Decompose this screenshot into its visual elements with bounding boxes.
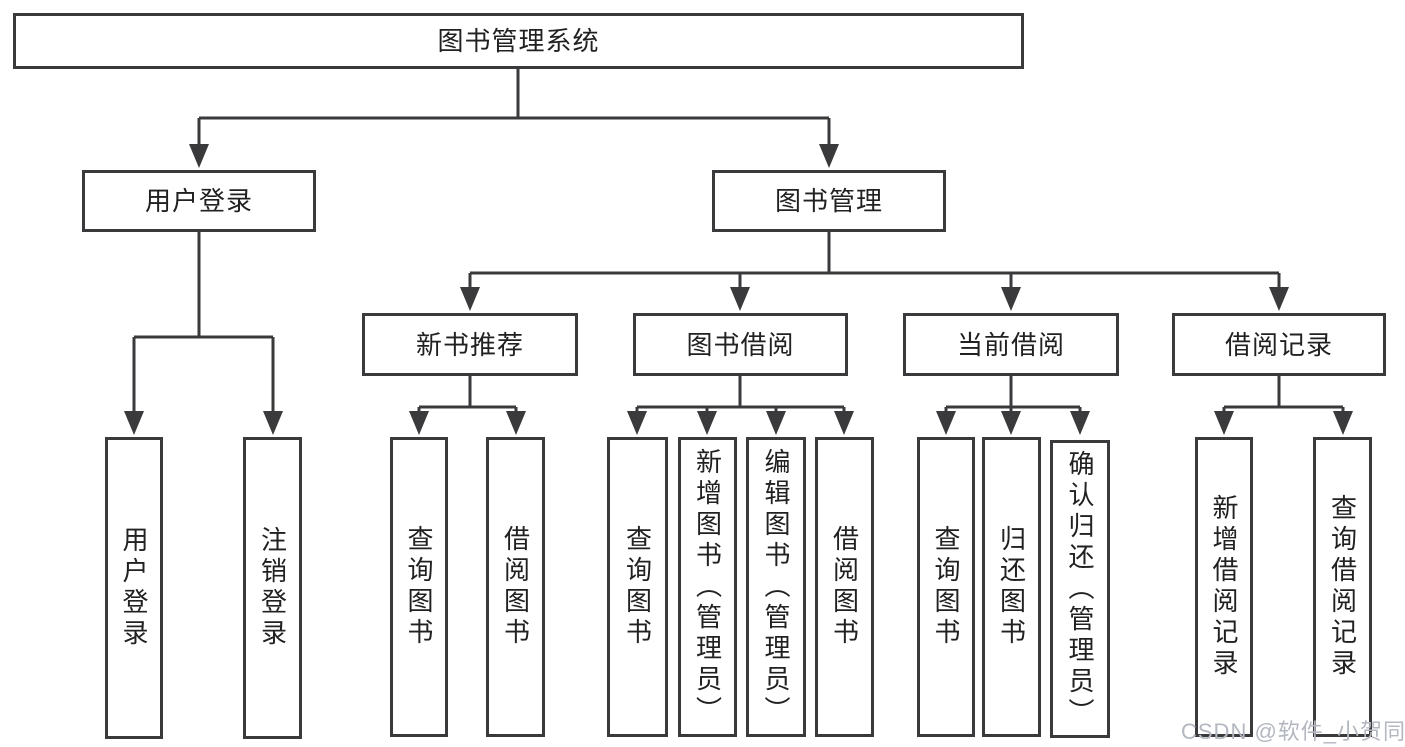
- node-leaf-br-query-record: 查询借阅记录: [1313, 437, 1372, 737]
- node-leaf-bb-borrow-books: 借阅图书: [815, 437, 874, 737]
- node-label: 新增图书（管理员）: [692, 447, 723, 727]
- node-label: 用户登录: [119, 526, 149, 650]
- node-label: 查询图书: [622, 525, 653, 649]
- connector-bookmgmt-to-level3: [468, 232, 1281, 289]
- node-leaf-cb-query-books: 查询图书: [917, 437, 975, 737]
- node-label: 借阅图书: [829, 525, 860, 649]
- node-label: 确认归还（管理员）: [1065, 449, 1095, 729]
- node-book-borrowing: 图书借阅: [633, 313, 848, 376]
- node-leaf-br-add-record: 新增借阅记录: [1195, 437, 1253, 737]
- node-leaf-nbr-borrow-books: 借阅图书: [486, 437, 545, 737]
- node-leaf-bb-query-books: 查询图书: [607, 437, 668, 737]
- node-label: 查询图书: [931, 525, 961, 649]
- node-borrowing-records: 借阅记录: [1172, 313, 1386, 376]
- node-label: 归还图书: [996, 525, 1027, 649]
- node-label: 注销登录: [257, 526, 288, 650]
- node-label: 查询借阅记录: [1327, 494, 1358, 680]
- node-leaf-user-login: 用户登录: [105, 437, 163, 739]
- node-label: 图书管理: [774, 186, 883, 216]
- connector-currentborrow-to-leaves: [944, 376, 1082, 413]
- node-label: 新增借阅记录: [1209, 494, 1239, 680]
- connector-records-to-leaves: [1222, 376, 1345, 413]
- connector-newbook-to-leaves: [417, 376, 518, 413]
- node-leaf-cb-confirm-return-admin: 确认归还（管理员）: [1050, 440, 1110, 738]
- node-current-borrowing: 当前借阅: [903, 313, 1119, 376]
- node-user-login: 用户登录: [82, 170, 316, 232]
- node-label: 借阅图书: [500, 525, 531, 649]
- node-leaf-nbr-query-books: 查询图书: [390, 437, 448, 737]
- arrowheads: [124, 144, 1353, 435]
- node-book-management: 图书管理: [712, 170, 946, 232]
- node-root: 图书管理系统: [13, 13, 1024, 69]
- node-label: 图书管理系统: [437, 26, 600, 56]
- node-leaf-logout: 注销登录: [243, 437, 302, 739]
- connector-userlogin-to-leaves: [132, 232, 275, 413]
- node-leaf-bb-edit-books-admin: 编辑图书（管理员）: [746, 437, 806, 737]
- node-label: 图书借阅: [686, 329, 795, 360]
- node-label: 当前借阅: [956, 329, 1065, 360]
- node-leaf-cb-return-books: 归还图书: [982, 437, 1041, 737]
- node-label: 借阅记录: [1224, 329, 1333, 360]
- node-label: 编辑图书（管理员）: [761, 447, 791, 727]
- node-label: 查询图书: [404, 525, 434, 649]
- watermark-text: CSDN @软件_小贺同学: [1181, 719, 1405, 744]
- connector-bookborrow-to-leaves: [635, 376, 846, 413]
- node-new-book-recommendation: 新书推荐: [362, 313, 578, 376]
- node-leaf-bb-add-books-admin: 新增图书（管理员）: [678, 437, 737, 737]
- node-label: 用户登录: [144, 186, 253, 216]
- node-label: 新书推荐: [415, 329, 524, 360]
- connector-root-to-level2: [197, 69, 831, 146]
